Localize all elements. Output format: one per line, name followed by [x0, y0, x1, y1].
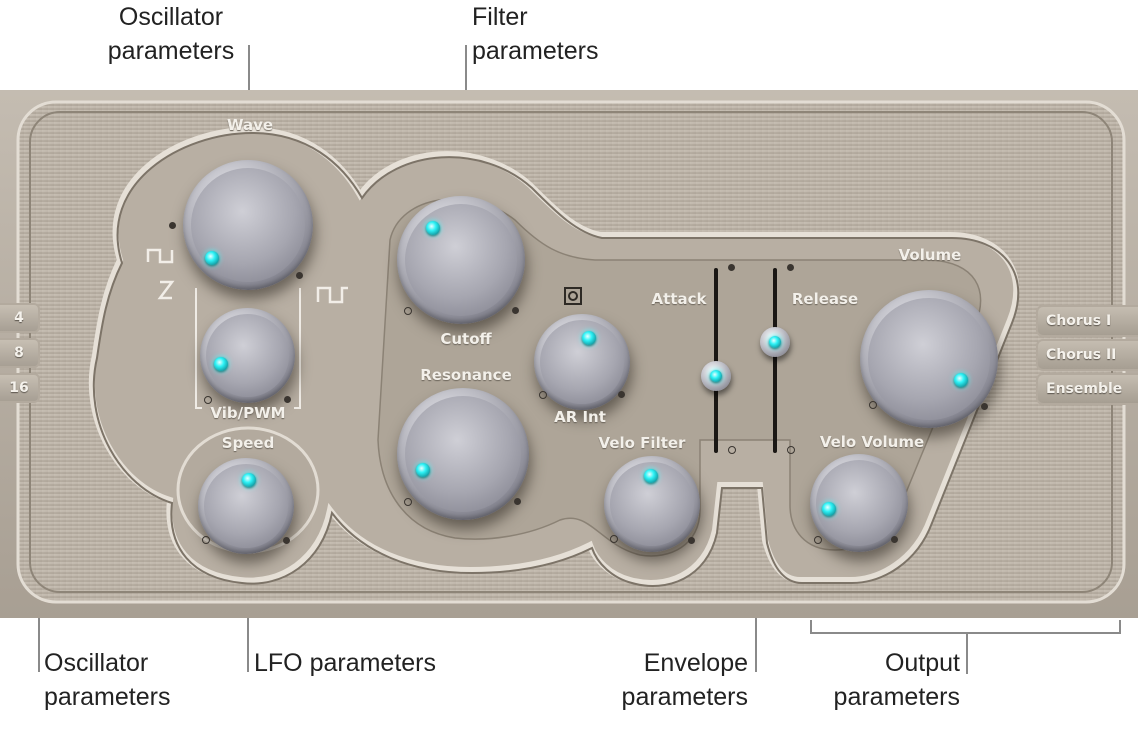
- pulse-wave-symbol: [316, 286, 348, 304]
- callout-oscillator-parameters-top: Oscillator parameters: [96, 0, 246, 68]
- release-handle-indicator: [769, 336, 781, 348]
- attack-min-marker: [728, 446, 736, 454]
- velo-volume-min-marker: [814, 536, 822, 544]
- output-bracket-left: [810, 620, 812, 634]
- velo-filter-label: Velo Filter: [598, 434, 686, 452]
- speed-label: Speed: [221, 434, 275, 452]
- wave-knob-indicator: [205, 251, 219, 265]
- wave-knob[interactable]: [183, 160, 313, 290]
- velo-volume-label: Velo Volume: [819, 433, 925, 451]
- sawtooth-wave-symbol: [157, 280, 175, 300]
- vib-pwm-min-marker: [204, 396, 212, 404]
- resonance-min-marker: [404, 498, 412, 506]
- callout-filter-parameters: Filter parameters: [472, 0, 598, 68]
- callout-text-line: Oscillator: [44, 649, 149, 677]
- velo-filter-min-marker: [610, 535, 618, 543]
- speed-knob-indicator: [242, 473, 256, 487]
- ar-int-label: AR Int: [554, 408, 606, 426]
- cutoff-min-marker: [404, 307, 412, 315]
- synth-panel: 4 8 16 Chorus I Chorus II Ensemble Wave …: [0, 90, 1138, 618]
- resonance-label: Resonance: [420, 366, 512, 384]
- attack-slider-handle[interactable]: [701, 361, 731, 391]
- callout-text-line: parameters: [472, 37, 599, 65]
- speed-max-marker: [283, 537, 290, 544]
- leader-line: [966, 632, 968, 674]
- output-bracket-bar: [810, 632, 1121, 634]
- volume-min-marker: [869, 401, 877, 409]
- volume-label: Volume: [898, 246, 962, 264]
- callout-envelope-parameters: Envelope parameters: [598, 646, 748, 714]
- attack-max-marker: [728, 264, 735, 271]
- volume-max-marker: [981, 403, 988, 410]
- cutoff-knob-indicator: [426, 221, 440, 235]
- velo-volume-knob-indicator: [822, 502, 836, 516]
- callout-text-line: Oscillator: [118, 3, 224, 31]
- callout-text-line: parameters: [621, 683, 748, 711]
- resonance-knob-indicator: [416, 463, 430, 477]
- cutoff-max-marker: [512, 307, 519, 314]
- wave-max-marker: [296, 272, 303, 279]
- ar-int-knob-indicator: [582, 331, 596, 345]
- callout-oscillator-parameters-bottom: Oscillator parameters: [44, 646, 170, 714]
- volume-knob[interactable]: [860, 290, 998, 428]
- wave-label: Wave: [226, 116, 274, 134]
- resonance-knob[interactable]: [397, 388, 529, 520]
- output-bracket-right: [1119, 620, 1121, 634]
- resonance-max-marker: [514, 498, 521, 505]
- callout-text-line: parameters: [833, 683, 960, 711]
- cutoff-knob[interactable]: [397, 196, 525, 324]
- volume-knob-indicator: [954, 373, 968, 387]
- release-max-marker: [787, 264, 794, 271]
- attack-label: Attack: [651, 290, 707, 308]
- ar-int-max-marker: [618, 391, 625, 398]
- ensemble-button[interactable]: Ensemble: [1036, 373, 1138, 405]
- callout-text-line: LFO parameters: [254, 649, 437, 677]
- callout-lfo-parameters: LFO parameters: [254, 646, 436, 680]
- callout-text-line: Filter: [472, 3, 528, 31]
- vib-pwm-label: Vib/PWM: [210, 404, 286, 422]
- speed-min-marker: [202, 536, 210, 544]
- wave-min-marker: [169, 222, 176, 229]
- vib-pwm-knob-indicator: [214, 357, 228, 371]
- attack-handle-indicator: [710, 370, 722, 382]
- callout-text-line: Envelope: [643, 649, 748, 677]
- callout-output-parameters: Output parameters: [810, 646, 960, 714]
- velo-filter-knob-indicator: [644, 469, 658, 483]
- release-label: Release: [791, 290, 859, 308]
- octave-16-button[interactable]: 16: [0, 373, 40, 403]
- callout-text-line: parameters: [44, 683, 171, 711]
- chorus-ii-button[interactable]: Chorus II: [1036, 339, 1138, 371]
- velo-volume-max-marker: [891, 536, 898, 543]
- vib-pwm-max-marker: [284, 396, 291, 403]
- leader-line: [248, 45, 250, 130]
- chorus-i-button[interactable]: Chorus I: [1036, 305, 1138, 337]
- callout-text-line: parameters: [107, 37, 235, 65]
- octave-8-button[interactable]: 8: [0, 338, 40, 368]
- release-slider-handle[interactable]: [760, 327, 790, 357]
- release-slider-track[interactable]: [773, 268, 777, 453]
- attack-slider-track[interactable]: [714, 268, 718, 453]
- octave-4-button[interactable]: 4: [0, 303, 40, 333]
- velo-filter-max-marker: [688, 537, 695, 544]
- callout-text-line: Output: [884, 649, 960, 677]
- square-wave-symbol: [146, 248, 174, 264]
- vib-pwm-knob[interactable]: [200, 308, 295, 403]
- ar-int-min-marker: [539, 391, 547, 399]
- speed-knob[interactable]: [198, 458, 294, 554]
- release-min-marker: [787, 446, 795, 454]
- cutoff-label: Cutoff: [440, 330, 492, 348]
- ar-int-knob[interactable]: [534, 314, 630, 410]
